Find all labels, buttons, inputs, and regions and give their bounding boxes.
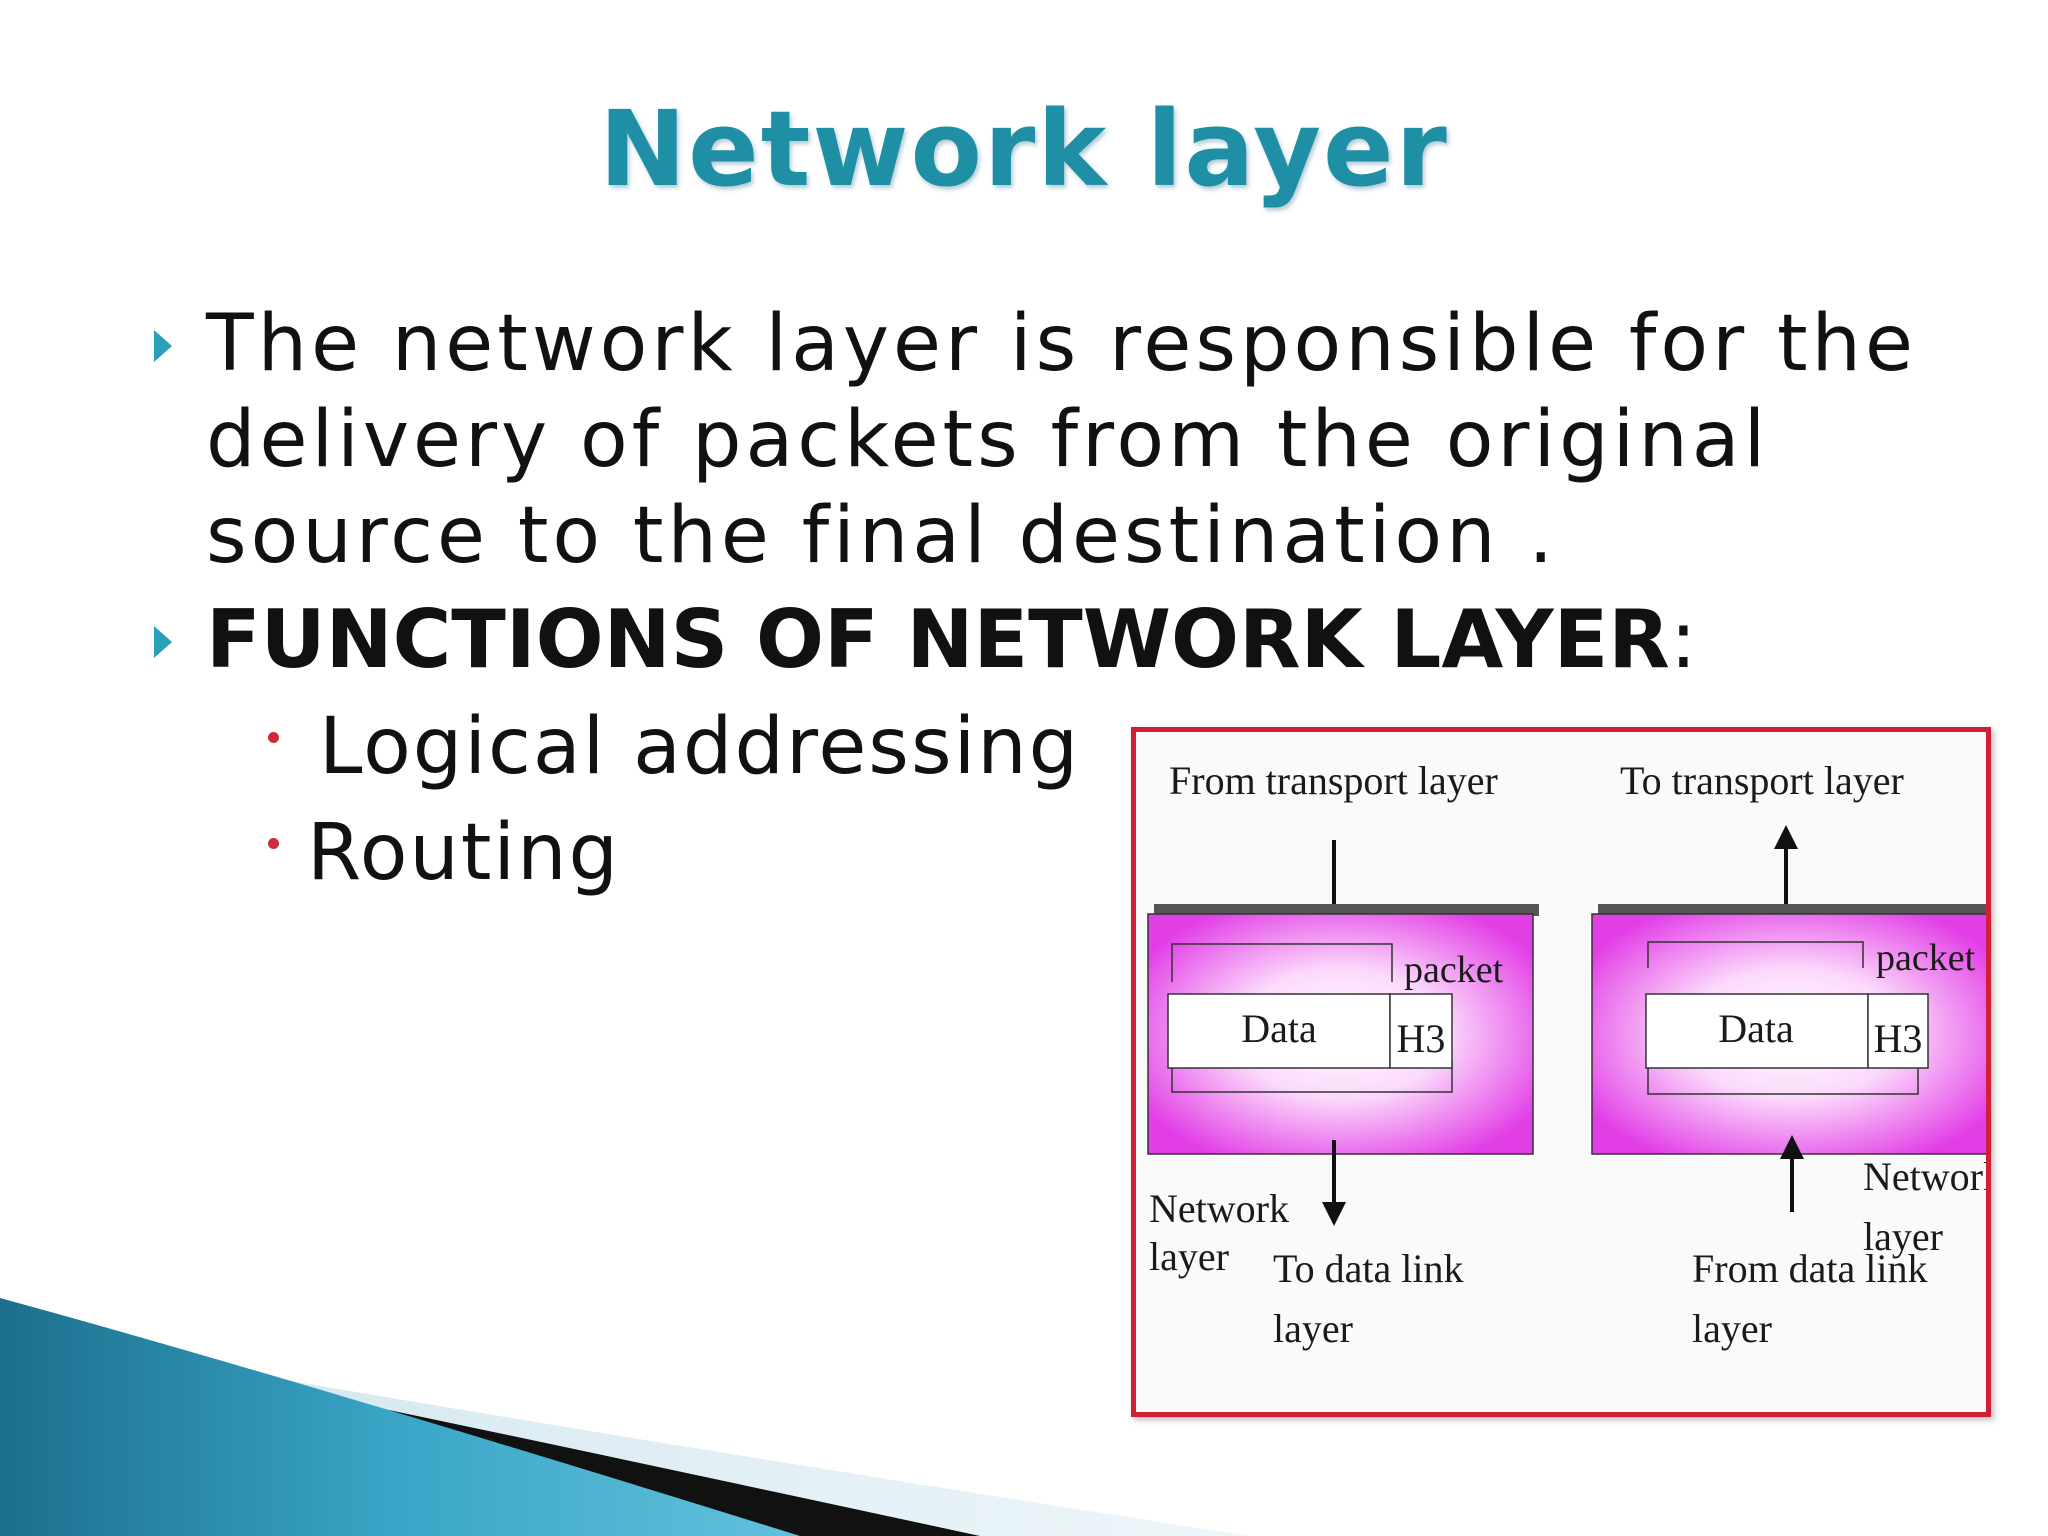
left-bottom-label-line2: layer — [1273, 1306, 1353, 1351]
bullet-list: The network layer is responsible for the… — [148, 296, 1948, 688]
data-field — [1645, 993, 1869, 1069]
right-layer-label-line2: layer — [1863, 1214, 1943, 1259]
network-layer-figure: From transport layer packet Data H3 Netw… — [1131, 727, 1991, 1417]
sub-bullet-item: Routing — [268, 808, 620, 898]
bullet-heading: FUNCTIONS OF NETWORK LAYER — [206, 593, 1670, 686]
layer-box-shadow — [1154, 904, 1539, 916]
left-data-label: Data — [1241, 1006, 1317, 1051]
sub-bullet-text: Routing — [307, 808, 621, 898]
network-layer-diagram: From transport layer packet Data H3 Netw… — [1147, 758, 1986, 1351]
left-packet-label: packet — [1404, 949, 1504, 991]
right-header-label: H3 — [1874, 1016, 1923, 1061]
left-bottom-label-line1: To data link — [1273, 1246, 1464, 1291]
bullet-text: The network layer is responsible for the… — [206, 299, 1917, 581]
packet-bracket-top — [1647, 941, 1864, 968]
right-data-label: Data — [1718, 1006, 1794, 1051]
left-panel: From transport layer packet Data H3 Netw… — [1147, 758, 1539, 1351]
bullet-heading-suffix: : — [1669, 593, 1697, 686]
packet-bracket-bottom — [1647, 1062, 1919, 1095]
left-layer-label-line1: Network — [1149, 1186, 1289, 1231]
right-panel: To transport layer packet Data H3 Networ… — [1591, 758, 1986, 1351]
sub-bullet-text: Logical addressing — [319, 702, 1081, 792]
header-field — [1867, 993, 1929, 1069]
triangle-bullet-icon — [154, 626, 172, 658]
dot-bullet-icon — [268, 838, 279, 850]
right-bottom-label-line2: layer — [1692, 1306, 1772, 1351]
header-field — [1389, 993, 1453, 1069]
layer-box-shadow — [1598, 904, 1986, 916]
right-packet-label: packet — [1876, 937, 1976, 979]
sub-bullet-item: Logical addressing — [268, 702, 1080, 792]
dot-bullet-icon — [268, 732, 279, 744]
bullet-item: The network layer is responsible for the… — [148, 296, 1948, 584]
data-field — [1167, 993, 1391, 1069]
packet-bracket-bottom — [1171, 1062, 1453, 1093]
slide-title: Network layer — [599, 88, 1449, 210]
bullet-item: FUNCTIONS OF NETWORK LAYER: — [148, 592, 1948, 688]
bullet-text: FUNCTIONS OF NETWORK LAYER: — [206, 592, 1948, 688]
left-top-label: From transport layer — [1169, 758, 1498, 803]
left-layer-label-line2: layer — [1149, 1234, 1229, 1279]
right-top-label: To transport layer — [1620, 758, 1904, 803]
right-bottom-label-line1: From data link — [1692, 1246, 1928, 1291]
right-layer-label-line1: Network — [1863, 1154, 1986, 1199]
triangle-bullet-icon — [154, 330, 172, 362]
left-header-label: H3 — [1397, 1016, 1446, 1061]
packet-bracket-top — [1171, 943, 1393, 982]
